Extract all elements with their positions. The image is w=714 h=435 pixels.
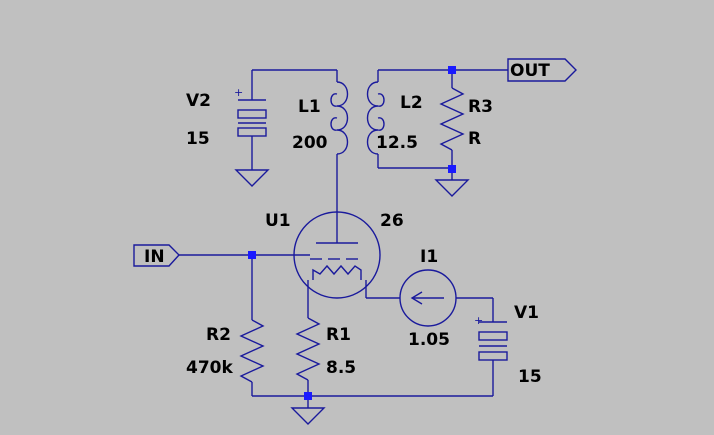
r1-name-label: R1 bbox=[326, 325, 351, 345]
r3-value-label: R bbox=[468, 129, 481, 149]
r2-resistor-symbol[interactable] bbox=[239, 319, 265, 396]
junction-dot bbox=[448, 66, 456, 74]
in-port-flag[interactable] bbox=[133, 244, 180, 267]
plus-sign: + bbox=[474, 314, 483, 327]
r1-resistor-symbol[interactable] bbox=[295, 317, 321, 396]
plus-sign: + bbox=[234, 86, 243, 99]
u1-name-label: U1 bbox=[265, 211, 291, 231]
wire-cathode bbox=[307, 280, 400, 318]
l2-inductor-symbol[interactable] bbox=[366, 69, 453, 169]
r3-resistor-symbol[interactable] bbox=[439, 70, 465, 180]
l1-name-label: L1 bbox=[298, 97, 321, 117]
i1-name-label: I1 bbox=[420, 247, 438, 267]
r1-value-label: 8.5 bbox=[326, 358, 356, 378]
l2-name-label: L2 bbox=[400, 93, 423, 113]
junction-dot bbox=[448, 165, 456, 173]
v1-value-label: 15 bbox=[518, 367, 542, 387]
r3-name-label: R3 bbox=[468, 97, 493, 117]
l1-inductor-symbol[interactable] bbox=[330, 81, 349, 212]
ground-icon bbox=[234, 169, 270, 187]
v2-name-label: V2 bbox=[186, 91, 211, 111]
v1-name-label: V1 bbox=[514, 303, 539, 323]
l2-value-label: 12.5 bbox=[376, 133, 418, 153]
ground-icon bbox=[290, 407, 326, 425]
l1-value-label: 200 bbox=[292, 133, 328, 153]
junction-dot bbox=[304, 392, 312, 400]
out-port-flag[interactable] bbox=[507, 58, 577, 82]
in-port-label: IN bbox=[144, 247, 165, 267]
v2-battery-symbol[interactable] bbox=[237, 70, 267, 170]
r2-name-label: R2 bbox=[206, 325, 231, 345]
junction-dot bbox=[248, 251, 256, 259]
wire-in-grid bbox=[179, 254, 310, 320]
i1-current-source-symbol[interactable] bbox=[399, 269, 494, 327]
v1-battery-symbol[interactable] bbox=[478, 321, 508, 396]
i1-value-label: 1.05 bbox=[408, 330, 450, 350]
v2-value-label: 15 bbox=[186, 129, 210, 149]
r2-value-label: 470k bbox=[186, 358, 233, 378]
out-port-label: OUT bbox=[510, 61, 550, 81]
u1-value-label: 26 bbox=[380, 211, 404, 231]
ground-icon bbox=[434, 179, 470, 197]
wire-v2-l1 bbox=[252, 69, 338, 82]
